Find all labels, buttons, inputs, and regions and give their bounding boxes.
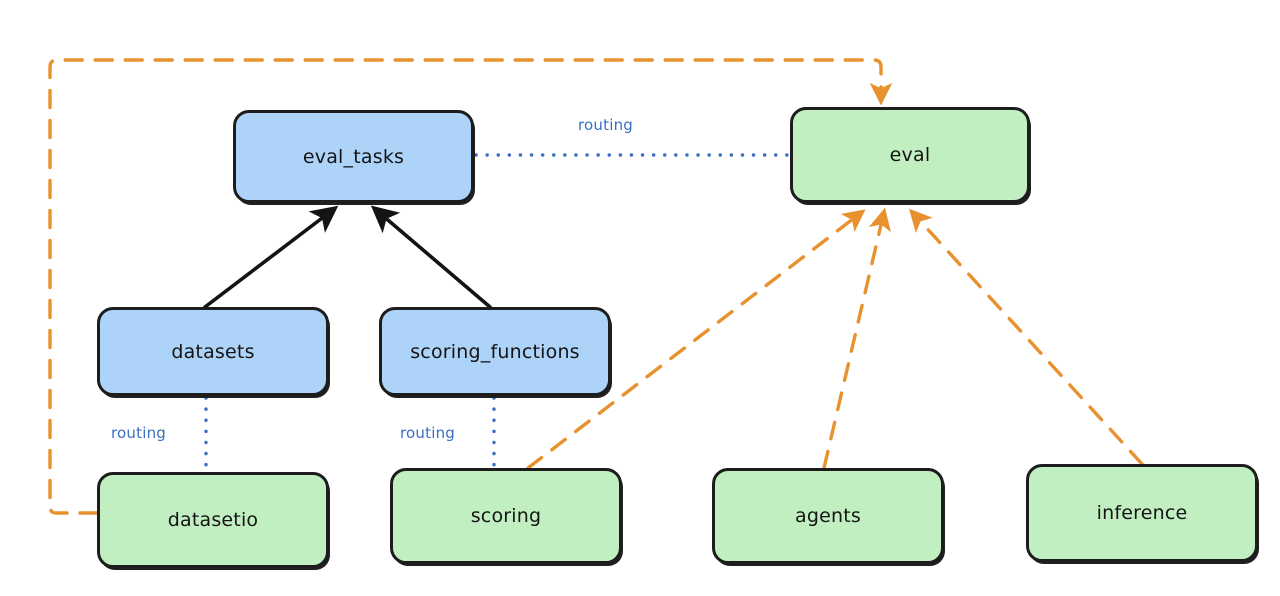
edge-label-routing-scoring-functions-scoring: routing <box>400 424 455 442</box>
node-label-scoring: scoring <box>470 505 542 527</box>
edge-scoring-functions-to-eval-tasks <box>370 205 492 309</box>
node-scoring-functions[interactable]: scoring_functions <box>379 307 611 396</box>
node-label-eval-tasks: eval_tasks <box>302 145 405 168</box>
edge-datasetio-to-eval <box>48 58 893 515</box>
node-label-eval: eval <box>889 144 931 166</box>
node-label-scoring-functions: scoring_functions <box>410 340 580 363</box>
node-label-agents: agents <box>795 505 861 527</box>
edge-label-routing-datasets-datasetio: routing <box>111 424 166 442</box>
edge-inference-to-eval <box>908 208 1144 466</box>
edge-scoring-to-eval <box>526 209 866 470</box>
node-agents[interactable]: agents <box>712 468 944 564</box>
node-eval-tasks[interactable]: eval_tasks <box>233 110 474 203</box>
node-inference[interactable]: inference <box>1026 464 1258 562</box>
edge-label-routing-eval-tasks-eval: routing <box>578 116 633 134</box>
node-label-datasets: datasets <box>171 340 255 363</box>
node-eval[interactable]: eval <box>790 107 1030 203</box>
node-label-inference: inference <box>1096 502 1188 524</box>
edge-agents-to-eval <box>822 207 891 470</box>
node-datasets[interactable]: datasets <box>97 307 329 396</box>
node-datasetio[interactable]: datasetio <box>97 472 329 568</box>
edge-datasets-to-eval-tasks <box>203 205 339 309</box>
node-label-datasetio: datasetio <box>167 509 259 531</box>
node-scoring[interactable]: scoring <box>390 468 622 564</box>
